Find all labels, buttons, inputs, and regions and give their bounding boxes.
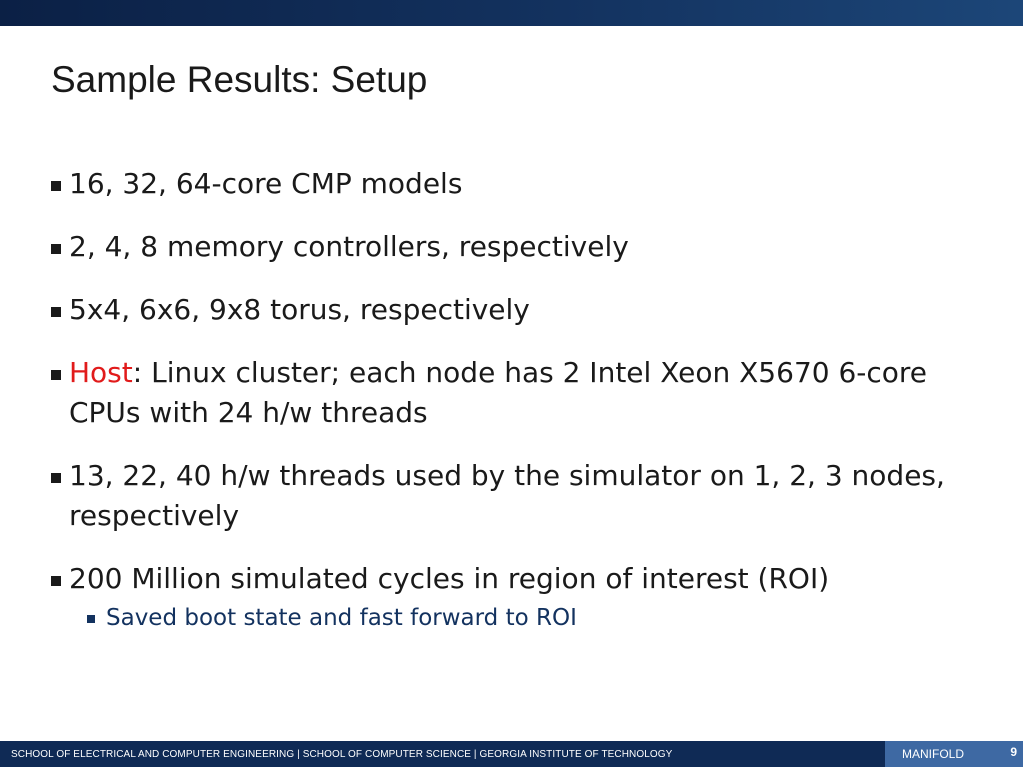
bullet-item: 200 Million simulated cycles in region o… [49,559,949,599]
bullet-text: 200 Million simulated cycles in region o… [69,562,830,595]
bullet-item: 16, 32, 64-core CMP models [49,164,949,204]
bullet-text: 16, 32, 64-core CMP models [69,167,463,200]
slide-title: Sample Results: Setup [51,59,428,100]
bullet-text: : Linux cluster; each node has 2 Intel X… [69,356,928,429]
square-bullet-icon [51,473,61,483]
bullet-item: 2, 4, 8 memory controllers, respectively [49,227,949,267]
bullet-text: 2, 4, 8 memory controllers, respectively [69,230,629,263]
square-bullet-icon [51,576,61,586]
bullet-text: 5x4, 6x6, 9x8 torus, respectively [69,293,530,326]
footer-brand-panel: MANIFOLD 9 [885,741,1023,767]
footer-brand-label: MANIFOLD [902,747,965,761]
footer-institution-text: SCHOOL OF ELECTRICAL AND COMPUTER ENGINE… [11,749,673,760]
bullet-item: Host: Linux cluster; each node has 2 Int… [49,353,949,433]
bullet-item: 13, 22, 40 h/w threads used by the simul… [49,456,949,536]
page-number: 9 [1010,745,1017,759]
footer-bar: SCHOOL OF ELECTRICAL AND COMPUTER ENGINE… [0,741,1023,767]
square-bullet-icon [51,307,61,317]
slide-content: 16, 32, 64-core CMP models 2, 4, 8 memor… [49,164,949,633]
header-bar [0,0,1023,26]
bullet-text: 13, 22, 40 h/w threads used by the simul… [69,459,945,532]
sub-bullet-text: Saved boot state and fast forward to ROI [106,605,577,631]
square-bullet-icon [51,244,61,254]
sub-bullet-item: Saved boot state and fast forward to ROI [87,603,949,633]
highlight-term: Host [69,356,133,389]
bullet-item: 5x4, 6x6, 9x8 torus, respectively [49,290,949,330]
square-bullet-icon [51,181,61,191]
square-sub-bullet-icon [87,615,95,623]
square-bullet-icon [51,370,61,380]
